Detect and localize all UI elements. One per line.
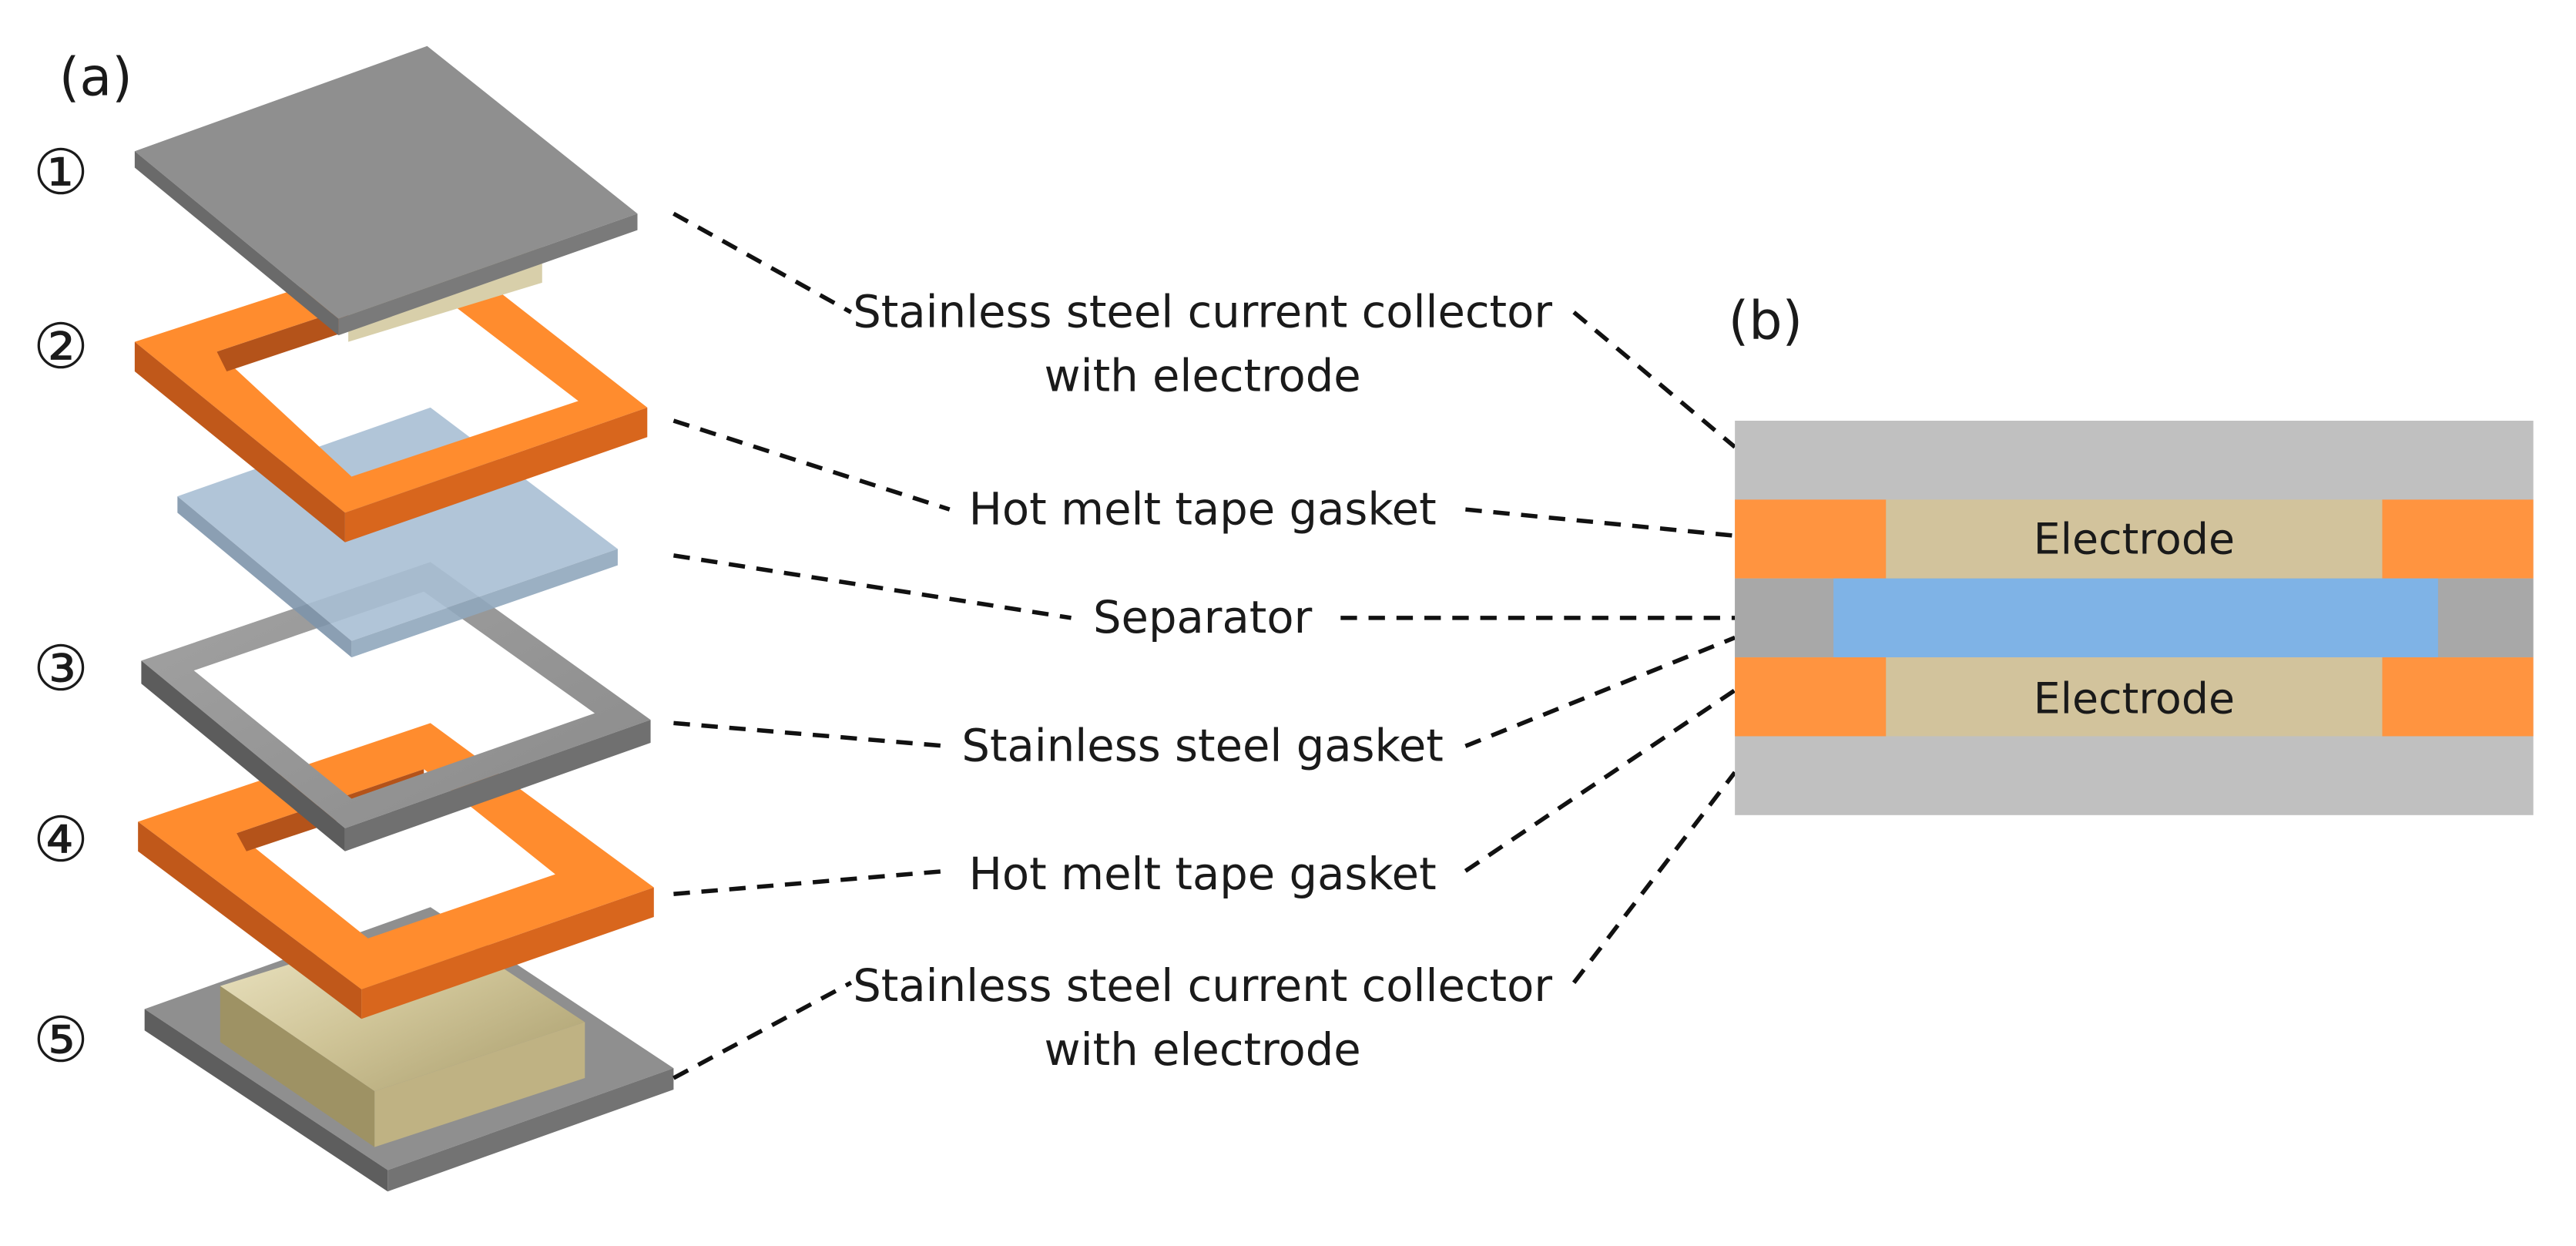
leader-hot-melt-bottom-a [673,868,947,896]
panel-a-label: (a) [59,48,132,109]
stainless-steel-gasket [141,562,651,851]
label-separator: Separator [1093,592,1313,643]
label-electrode-top: Electrode [2034,516,2236,565]
leader-hot-melt-top-a [673,418,951,512]
label-hot-melt-top: Hot melt tape gasket [969,483,1437,535]
label-top-collector-line1: Stainless steel current collector [853,286,1552,338]
gasket-top-left [1735,499,1887,579]
layer-number-3: ③ [33,633,89,706]
cross-section [1735,420,2534,815]
leader-top-collector-b [1572,311,1736,449]
gasket-bottom-right [2382,657,2534,737]
panel-b-label: (b) [1729,291,1803,351]
leader-steel-gasket-b [1464,635,1736,748]
label-top-collector-line2: with electrode [1045,351,1361,402]
layer-number-1: ① [33,137,89,210]
gasket-bottom-left [1735,657,1887,737]
leader-bottom-collector-b [1571,771,1737,985]
layer-number-5: ⑤ [33,1005,89,1077]
label-bottom-collector-line1: Stainless steel current collector [853,960,1552,1012]
gasket-top-right [2382,499,2534,579]
leader-bottom-collector-a [673,980,853,1080]
label-bottom-collector-line2: with electrode [1045,1024,1361,1076]
leader-top-collector-a [673,211,853,314]
layer-number-2: ② [33,311,89,384]
electrode-bottom [1886,657,2383,737]
label-steel-gasket: Stainless steel gasket [961,720,1443,771]
leader-hot-melt-bottom-b [1464,688,1736,873]
separator-band [1833,578,2438,658]
upper-hot-melt-gasket [134,243,648,542]
leader-hot-melt-top-b [1465,507,1736,539]
top-collector-plate [134,45,638,342]
electrode-top [1886,499,2383,579]
label-hot-melt-bottom: Hot melt tape gasket [969,848,1437,900]
layer-number-4: ④ [33,804,89,877]
leader-separator-a [673,553,1072,620]
lower-hot-melt-gasket [138,723,654,1019]
label-electrode-bottom: Electrode [2034,675,2236,724]
leader-steel-gasket-a [673,720,947,749]
